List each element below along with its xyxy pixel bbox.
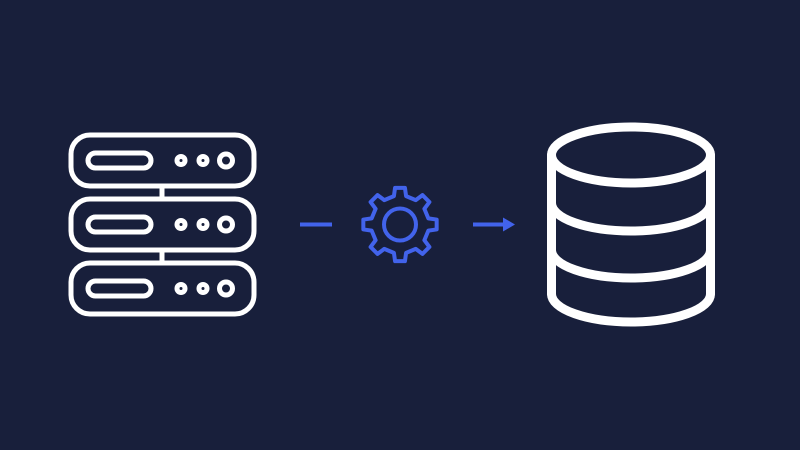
server-led-icon [196,154,210,167]
server-led-icon [217,279,235,298]
database-icon [547,122,715,327]
database-bottom [547,289,715,327]
server-rack-icon [68,132,257,317]
server-drive-slot [85,214,154,235]
server-drive-slot [85,150,154,171]
server-led-icon [196,218,210,231]
gear-outline [361,185,439,264]
server-unit [68,260,257,317]
server-led-icon [174,282,188,295]
database-layer-divider [547,245,715,283]
server-drive-slot [85,278,154,299]
server-led-icon [217,151,235,170]
gear-icon [361,185,439,264]
server-unit-frame [68,132,257,189]
database-layer-divider [547,198,715,236]
server-unit [68,132,257,189]
flow-arrow-head [503,217,515,232]
flow-arrow [473,217,515,232]
server-led-icon [174,154,188,167]
server-led-icon [196,282,210,295]
server-unit-frame [68,260,257,317]
server-unit [68,196,257,253]
server-unit-frame [68,196,257,253]
server-led-icon [217,215,235,234]
gear-hub [382,206,418,243]
server-led-icon [174,218,188,231]
